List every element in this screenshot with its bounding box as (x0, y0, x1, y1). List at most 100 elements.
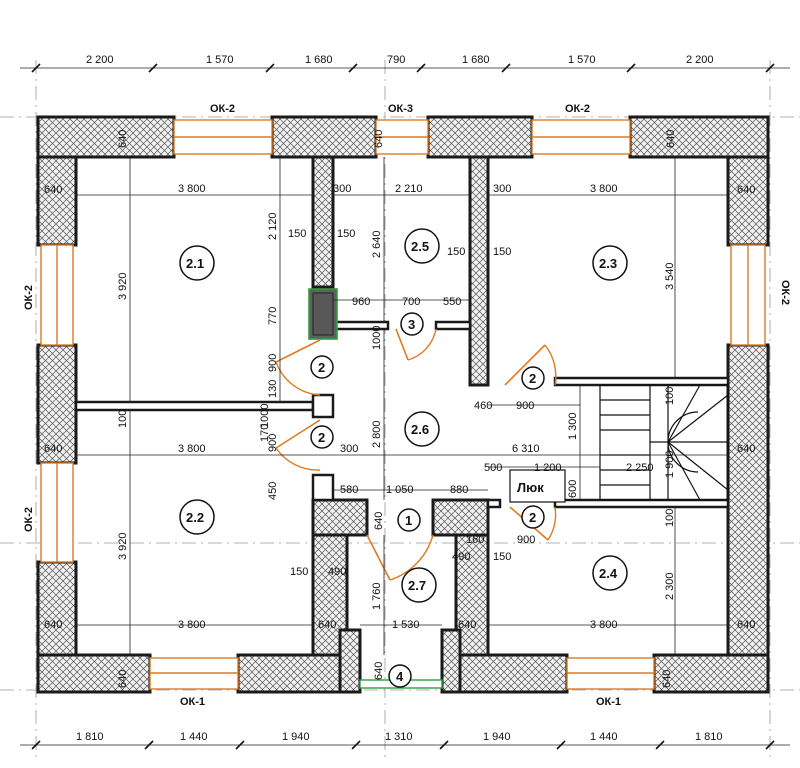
dim-580: 580 (340, 484, 358, 496)
doors (275, 328, 557, 581)
bottom-dim-7: 1 810 (695, 731, 723, 743)
dim-170: 170 (259, 424, 271, 442)
dim-1530: 1 530 (392, 619, 420, 631)
dim-640-tr-h: 640 (737, 184, 755, 196)
dim-160: 160 (466, 534, 484, 546)
dim-2250: 2 250 (626, 462, 654, 474)
label-ok1-bottom-right: ОК-1 (596, 696, 621, 708)
dim-450: 450 (267, 482, 279, 500)
door-markers: 1 2 2 2 2 3 4 (310, 312, 545, 688)
dim-880: 880 (450, 484, 468, 496)
dim-3920-a: 3 920 (117, 272, 129, 300)
dim-700: 700 (402, 296, 420, 308)
dim-3800-b: 3 800 (590, 183, 618, 195)
interior-walls (74, 155, 730, 694)
dim-3920-b: 3 920 (117, 532, 129, 560)
dim-550: 550 (443, 296, 461, 308)
dim-640-bm-b: 640 (458, 619, 476, 631)
room-2-6: 2.6 (411, 422, 429, 437)
room-2-4: 2.4 (599, 566, 618, 581)
dim-300-b: 300 (493, 183, 511, 195)
dim-150-d: 150 (493, 246, 511, 258)
dim-1900: 1 900 (664, 450, 676, 478)
interior-dimension-labels: 640 640 3 800 3 920 2 120 150 150 770 30… (44, 130, 755, 688)
room-2-2: 2.2 (186, 510, 204, 525)
dim-490-b: 490 (452, 551, 470, 563)
dim-1000-a: 1000 (371, 326, 383, 350)
dim-100-a: 100 (117, 410, 129, 428)
top-dim-5: 1 680 (462, 54, 490, 66)
interior-dimension-lines (76, 157, 728, 655)
door-marker-4: 4 (396, 669, 404, 684)
room-2-7: 2.7 (408, 578, 426, 593)
dim-640-tl-h: 640 (44, 184, 62, 196)
staircase (599, 384, 729, 501)
label-ok2-left-lower: ОК-2 (23, 507, 35, 532)
dim-640-br-v: 640 (661, 670, 673, 688)
exterior-walls (36, 115, 770, 694)
dim-640-bm-a: 640 (318, 619, 336, 631)
dim-1050: 1 050 (386, 484, 414, 496)
dim-900-b: 900 (516, 400, 534, 412)
top-dim-2: 1 570 (206, 54, 234, 66)
dim-6310: 6 310 (512, 443, 540, 455)
door-marker-2a: 2 (318, 360, 325, 375)
dim-130: 130 (267, 380, 279, 398)
label-ok2-top-left: ОК-2 (210, 103, 235, 115)
dim-3800-c: 3 800 (178, 443, 206, 455)
dim-640-bl-h: 640 (44, 619, 62, 631)
dim-460: 460 (474, 400, 492, 412)
dim-3800-a: 3 800 (178, 183, 206, 195)
dim-900-d: 900 (517, 534, 535, 546)
top-dim-4: 790 (387, 54, 405, 66)
dim-640-bot-mid: 640 (373, 662, 385, 680)
dim-1300: 1 300 (567, 412, 579, 440)
bottom-dim-1: 1 810 (76, 731, 104, 743)
bottom-dimension-chain: 1 810 1 440 1 940 1 310 1 940 1 440 1 81… (20, 731, 790, 750)
dim-100-b: 100 (664, 387, 676, 405)
label-ok1-bottom-left: ОК-1 (180, 696, 205, 708)
bottom-dim-6: 1 440 (590, 731, 618, 743)
dim-770: 770 (267, 307, 279, 325)
dim-490-a: 490 (328, 566, 346, 578)
dim-900-a: 900 (267, 354, 279, 372)
door-marker-2c: 2 (529, 371, 536, 386)
dim-640-bl-v: 640 (117, 670, 129, 688)
label-ok2-right: ОК-2 (779, 280, 791, 305)
dim-3540: 3 540 (664, 262, 676, 290)
dim-3800-e: 3 800 (590, 619, 618, 631)
dim-300-c: 300 (340, 443, 358, 455)
dim-960: 960 (352, 296, 370, 308)
bottom-dim-2: 1 440 (180, 731, 208, 743)
dim-600: 600 (567, 480, 579, 498)
dim-640-c: 640 (373, 512, 385, 530)
dim-2800: 2 800 (371, 420, 383, 448)
dim-640-top-mid: 640 (373, 130, 385, 148)
room-labels: 2.1 2.2 2.3 2.4 2.5 2.6 2.7 (179, 228, 628, 603)
bottom-dim-3: 1 940 (282, 731, 310, 743)
dim-300-a: 300 (333, 183, 351, 195)
top-dimension-chain: 2 200 1 570 1 680 790 1 680 1 570 2 200 (20, 54, 790, 73)
dim-2300: 2 300 (664, 572, 676, 600)
dim-640-br-h: 640 (737, 619, 755, 631)
dim-150-f: 150 (493, 551, 511, 563)
top-dim-6: 1 570 (568, 54, 596, 66)
dim-900-c: 900 (267, 434, 279, 452)
dim-1000-b: 1000 (259, 404, 271, 428)
door-marker-2b: 2 (318, 430, 325, 445)
dim-150-e: 150 (290, 566, 308, 578)
bottom-dim-4: 1 310 (385, 731, 413, 743)
door-marker-2d: 2 (529, 510, 536, 525)
roof-hatch (509, 469, 566, 503)
dim-150-b: 150 (337, 228, 355, 240)
label-ok2-left-upper: ОК-2 (23, 285, 35, 310)
room-2-5: 2.5 (411, 239, 429, 254)
axis-lines (0, 60, 800, 760)
dim-640-tr-v: 640 (665, 130, 677, 148)
dim-640-tl-v: 640 (117, 130, 129, 148)
door-marker-1: 1 (405, 513, 412, 528)
dim-1200: 1 200 (534, 462, 562, 474)
dim-2640: 2 640 (371, 230, 383, 258)
door-marker-3: 3 (408, 317, 415, 332)
